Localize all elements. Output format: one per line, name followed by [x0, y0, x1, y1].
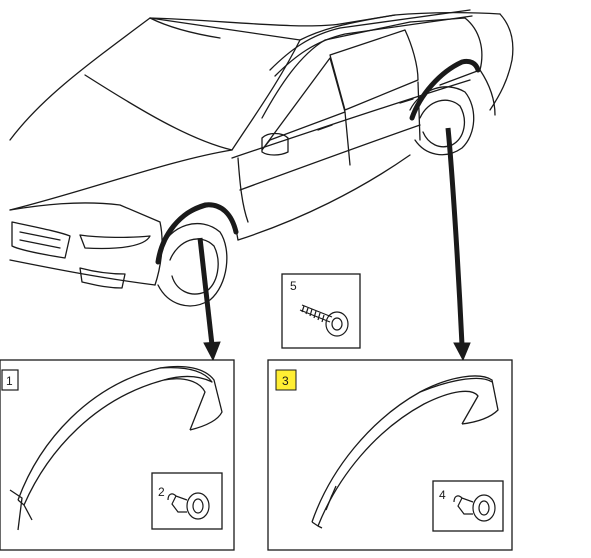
part-1-panel: 1 2 — [0, 359, 235, 551]
part-4-label: 4 — [439, 488, 446, 502]
wheel-arch-trim-icon — [9, 365, 223, 531]
car-outline-icon — [9, 9, 514, 307]
part-5-label: 5 — [290, 279, 297, 293]
part-3-label: 3 — [282, 374, 289, 388]
part-3-panel: 3 4 — [267, 359, 513, 551]
part-3-highlight — [275, 369, 297, 391]
pointer-arrows — [197, 127, 471, 362]
clip-icon — [453, 494, 496, 522]
part-2-label: 2 — [158, 485, 165, 499]
part-1-label: 1 — [6, 374, 13, 388]
screw-icon — [299, 304, 349, 337]
wheel-arch-trim-icon — [311, 375, 499, 529]
clip-icon — [167, 492, 210, 520]
installed-trim-marks — [155, 58, 481, 265]
part-5-box: 5 — [281, 273, 361, 349]
